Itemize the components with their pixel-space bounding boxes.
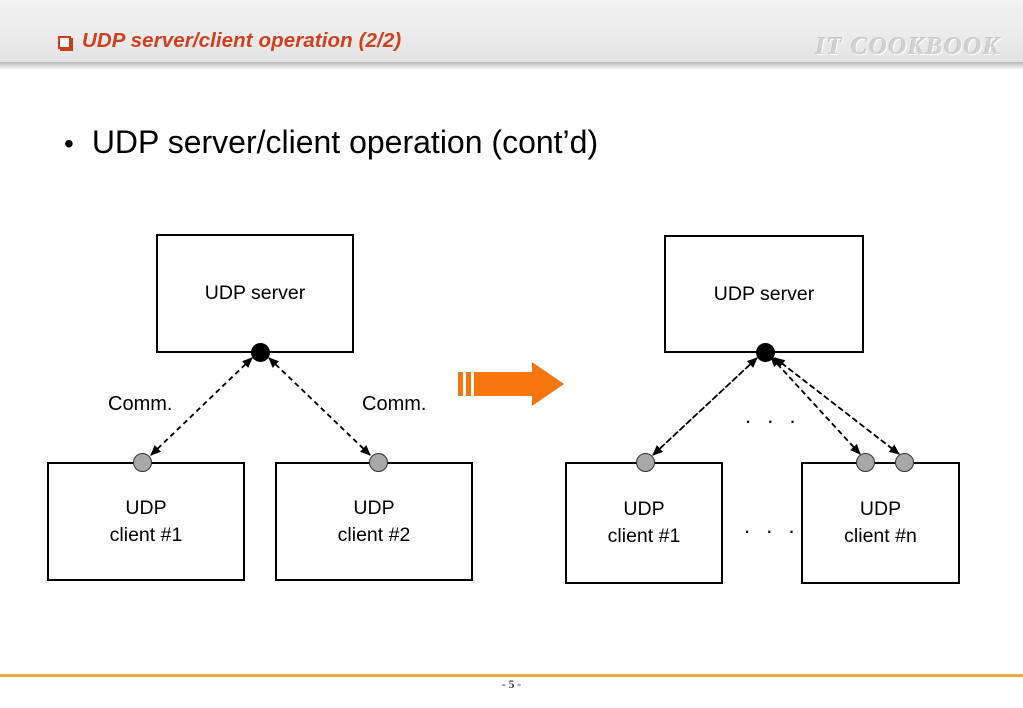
header-divider [0,62,1023,70]
right-udp-client-n-line-2: client #n [844,525,917,547]
left-comm-label-1: Comm. [108,393,173,415]
left-udp-server-box: UDP server [156,234,354,353]
left-udp-server-label: UDP server [204,282,306,305]
left-udp-client-1-line-2: client #1 [109,523,183,546]
left-udp-client-2-box: UDP client #2 [275,462,473,581]
right-udp-server-label: UDP server [713,282,815,305]
right-udp-client-1-line-2: client #1 [607,525,681,547]
left-udp-client-1-line-1: UDP [125,496,167,519]
page-number: - 5 - [501,679,522,691]
right-ellipsis-lower: . . . [744,513,800,538]
left-udp-client-1-box: UDP client #1 [47,462,245,581]
right-client-1-socket-dot [636,453,655,472]
left-server-socket-dot [251,343,270,362]
right-server-socket-dot [756,343,775,362]
right-udp-client-1-line-1: UDP [623,498,665,521]
right-udp-server-box: UDP server [664,235,864,353]
square-bullet-icon [58,35,71,49]
left-comm-label-2: Comm. [362,393,427,415]
bullet-icon: • [64,128,74,159]
left-client-1-socket-dot [133,453,152,472]
page-title-text: UDP server/client operation (cont’d) [91,124,599,160]
header-title: UDP server/client operation (2/2) [82,29,402,52]
right-udp-client-n-box: UDP client #n [801,462,960,584]
brand-logo: IT COOKBOOK [815,33,1001,60]
right-ellipsis-upper: . . . [745,403,801,428]
right-udp-client-1-box: UDP client #1 [565,462,723,584]
left-udp-client-2-line-2: client #2 [337,523,411,546]
page-title: • UDP server/client operation (cont’d) [64,124,598,161]
right-arrow-icon [458,362,564,406]
left-client-2-socket-dot [369,453,388,472]
right-udp-client-n-line-1: UDP [859,498,902,521]
right-client-n-socket-dot-a [856,453,875,472]
footer-divider [0,674,1023,677]
header-bar [0,0,1023,62]
left-udp-client-2-line-1: UDP [353,496,395,519]
header-title-group: UDP server/client operation (2/2) [58,29,401,53]
right-client-n-socket-dot-b [895,453,914,472]
